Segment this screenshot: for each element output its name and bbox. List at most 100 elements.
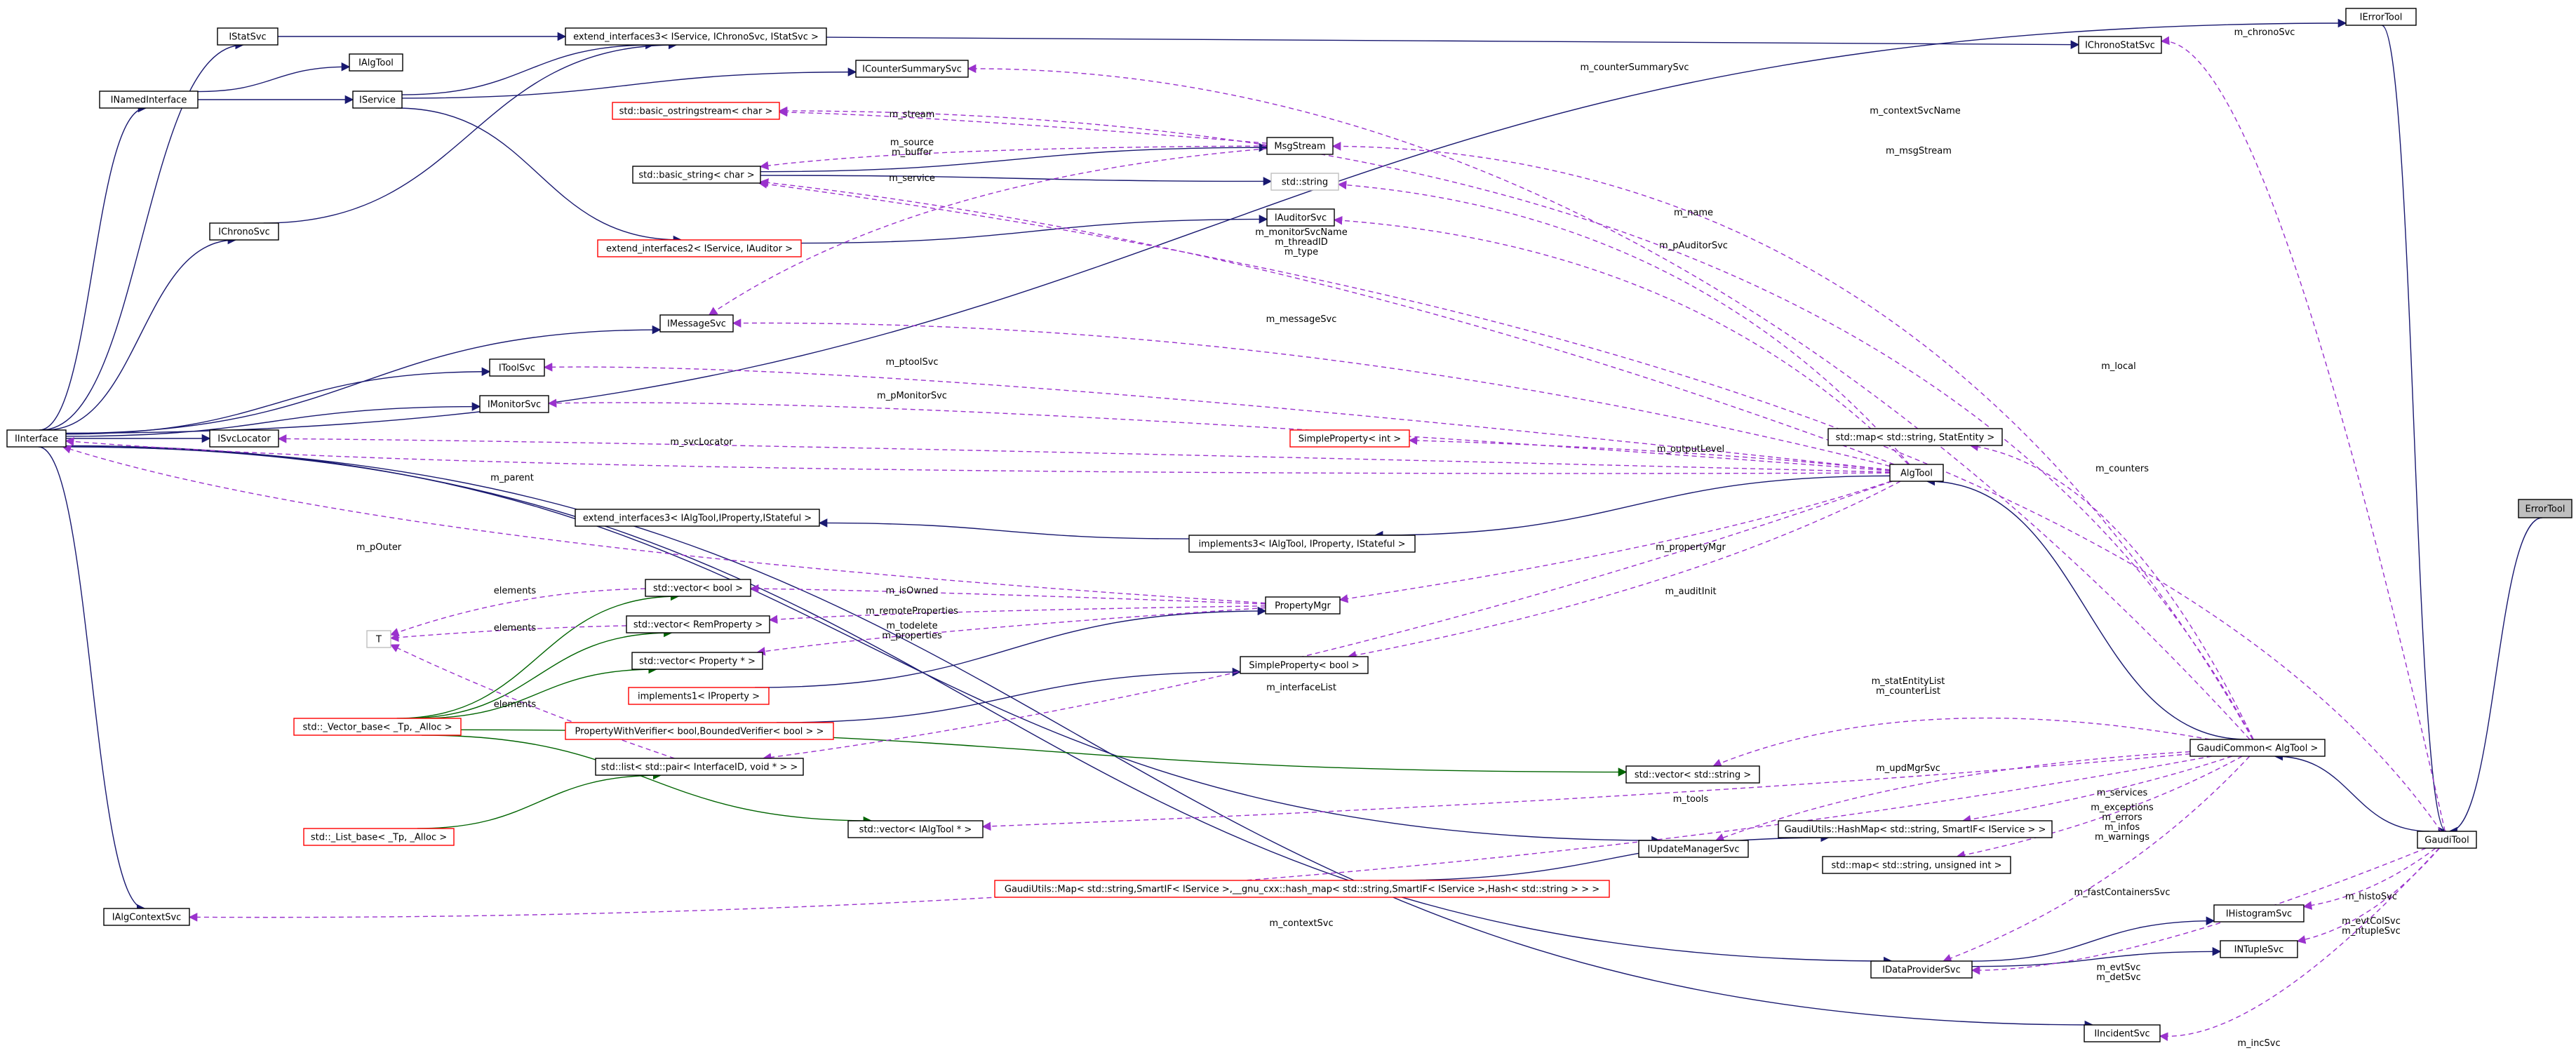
node-box (217, 27, 279, 46)
node-label: IChronoSvc (218, 227, 269, 238)
usage-edge-GaudiTool-IHistogramSvc (2302, 847, 2436, 910)
node-box (631, 652, 763, 670)
edge-line (65, 437, 1891, 474)
edge-line (396, 591, 680, 719)
class-node-mapStatEntity[interactable]: std::map< std::string, StatEntity > (1827, 428, 2003, 446)
class-node-vectorString[interactable]: std::vector< std::string > (1625, 765, 1760, 784)
node-label: std::_Vector_base< _Tp, _Alloc > (302, 723, 452, 733)
edge-label-m_type: m_type (1284, 247, 1318, 257)
edge-line (759, 145, 1268, 170)
edge-label-m_interfaceList: m_interfaceList (1266, 683, 1336, 693)
node-box (645, 579, 751, 597)
class-node-HashMap[interactable]: GaudiUtils::HashMap< std::string, SmartI… (1778, 820, 2053, 838)
inheritance-edge-implements3-extend3alg (818, 518, 1190, 539)
node-box (1265, 596, 1341, 615)
template-edge-vectorBase-vectorProp (418, 664, 658, 719)
edge-line (826, 36, 2080, 49)
class-node-IStatSvc[interactable]: IStatSvc (217, 27, 279, 46)
edge-line (1408, 436, 1891, 471)
class-node-IChronoStatSvc[interactable]: IChronoStatSvc (2078, 36, 2162, 54)
class-node-listBase[interactable]: std::_List_base< _Tp, _Alloc > (303, 828, 455, 846)
edge-line (778, 107, 1268, 144)
class-node-IMessageSvc[interactable]: IMessageSvc (659, 314, 734, 333)
inheritance-edge-INamedInterface-IAlgTool (197, 62, 351, 93)
class-node-IAuditorSvc[interactable]: IAuditorSvc (1266, 208, 1335, 227)
class-node-IToolSvc[interactable]: IToolSvc (489, 358, 545, 377)
class-node-basic_string[interactable]: std::basic_string< char > (632, 166, 761, 184)
class-node-IAlgContextSvc[interactable]: IAlgContextSvc (103, 908, 190, 926)
class-node-basic_ostringstream[interactable]: std::basic_ostringstream< char > (612, 102, 780, 120)
class-node-extend3alg[interactable]: extend_interfaces3< IAlgTool,IProperty,I… (575, 509, 820, 527)
usage-edge-AlgTool-basic_string (759, 178, 1895, 465)
class-node-vectorBool[interactable]: std::vector< bool > (645, 579, 751, 597)
class-node-IService[interactable]: IService (352, 90, 403, 109)
edge-line (1333, 215, 1909, 465)
class-node-ISvcLocator[interactable]: ISvcLocator (209, 429, 279, 448)
edge-line (778, 106, 2254, 740)
template-edge-listBase-listPair (417, 770, 662, 829)
class-node-GaudiCommon[interactable]: GaudiCommon< AlgTool > (2189, 739, 2326, 757)
class-node-IMonitorSvc[interactable]: IMonitorSvc (479, 395, 549, 413)
class-node-vectorProp[interactable]: std::vector< Property * > (631, 652, 763, 670)
usage-edge-GaudiCommon-ICounterSummarySvc (967, 64, 2250, 740)
class-node-implements3[interactable]: implements3< IAlgTool, IProperty, IState… (1188, 535, 1416, 553)
edge-line (981, 753, 2191, 831)
node-label: IIncidentSvc (2094, 1029, 2149, 1040)
node-box (2084, 1024, 2161, 1042)
node-label: IMessageSvc (667, 319, 726, 330)
class-node-vectorRemProp[interactable]: std::vector< RemProperty > (626, 615, 770, 633)
class-node-IHistogramSvc[interactable]: IHistogramSvc (2213, 904, 2305, 923)
node-label: IUpdateManagerSvc (1648, 845, 1740, 855)
node-label: PropertyWithVerifier< bool,BoundedVerifi… (575, 727, 824, 737)
class-node-vectorBase[interactable]: std::_Vector_base< _Tp, _Alloc > (293, 718, 462, 736)
edge-label-m_svcLocator: m_svcLocator (670, 437, 733, 448)
edge-label-elements2: elements (494, 623, 537, 633)
edge-line (1339, 481, 1891, 603)
node-label: implements1< IProperty > (638, 692, 760, 702)
inheritance-edge-AlgTool-implements3 (1374, 475, 1891, 540)
class-node-IIncidentSvc[interactable]: IIncidentSvc (2084, 1024, 2161, 1042)
usage-edge-PropertyMgr-vectorBool (749, 584, 1266, 605)
edge-line (197, 62, 351, 93)
class-node-INTupleSvc[interactable]: INTupleSvc (2220, 940, 2298, 958)
class-node-IAlgTool[interactable]: IAlgTool (349, 53, 403, 72)
class-node-T[interactable]: T (366, 630, 391, 648)
usage-edge-GaudiCommon-IDataProviderSvc (1943, 756, 2250, 962)
class-node-AlgTool[interactable]: AlgTool (1889, 464, 1944, 482)
class-node-GaudiUtilsMap[interactable]: GaudiUtils::Map< std::string,SmartIF< IS… (994, 880, 1610, 898)
inheritance-edge-implements1-PropertyMgr (755, 606, 1267, 688)
edge-label-m_incSvc: m_incSvc (2237, 1038, 2280, 1049)
class-node-MsgStream[interactable]: MsgStream (1266, 137, 1334, 155)
usage-edge-GaudiCommon-MsgStream (1331, 142, 2253, 740)
class-node-listPair[interactable]: std::list< std::pair< InterfaceID, void … (595, 758, 804, 776)
class-node-GaudiTool[interactable]: GaudiTool (2417, 831, 2477, 849)
class-node-mapUInt[interactable]: std::map< std::string, unsigned int > (1822, 856, 2011, 874)
class-node-extend3[interactable]: extend_interfaces3< IService, IChronoSvc… (565, 27, 827, 46)
class-node-SimplePropertyBool[interactable]: SimpleProperty< bool > (1240, 656, 1369, 674)
class-node-ICounterSummarySvc[interactable]: ICounterSummarySvc (855, 60, 969, 78)
class-node-IDataProviderSvc[interactable]: IDataProviderSvc (1870, 960, 1973, 979)
node-box (352, 90, 403, 109)
class-node-INamedInterface[interactable]: INamedInterface (99, 90, 199, 109)
class-node-PropertyMgr[interactable]: PropertyMgr (1265, 596, 1341, 615)
class-node-IErrorTool[interactable]: IErrorTool (2345, 8, 2417, 26)
edge-line (41, 40, 244, 431)
edge-line (2381, 25, 2448, 836)
edges-layer (38, 18, 2543, 1041)
class-node-string[interactable]: std::string (1270, 173, 1339, 191)
class-node-IInterface[interactable]: IInterface (6, 429, 67, 448)
usage-edge-MsgStream-IMessageSvc (708, 148, 1268, 316)
class-node-IChronoSvc[interactable]: IChronoSvc (209, 222, 279, 241)
class-node-implements1[interactable]: implements1< IProperty > (628, 687, 770, 705)
inheritance-edge-IInterface-IUpdateManagerSvc (65, 445, 1661, 845)
node-label: std::vector< IAlgTool * > (859, 825, 972, 836)
class-node-SimplePropertyInt[interactable]: SimpleProperty< int > (1289, 429, 1410, 448)
class-node-PropertyWithVerifier[interactable]: PropertyWithVerifier< bool,BoundedVerifi… (565, 722, 834, 740)
class-node-extend2[interactable]: extend_interfaces2< IService, IAuditor > (597, 239, 802, 257)
edge-line (1712, 717, 2211, 767)
inheritance-edge-extend2-IAuditorSvc (800, 215, 1268, 244)
class-node-vectorIAlgTool[interactable]: std::vector< IAlgTool * > (847, 820, 984, 838)
usage-edge-AlgTool-ISvcLocator (277, 434, 1891, 473)
class-node-IUpdateManagerSvc[interactable]: IUpdateManagerSvc (1638, 840, 1749, 858)
node-box (632, 166, 761, 184)
